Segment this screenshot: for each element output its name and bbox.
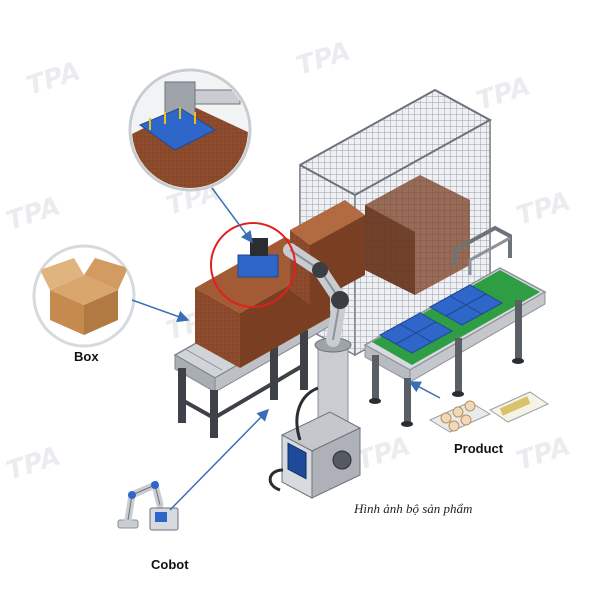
control-cabinet — [268, 386, 362, 499]
product-inset — [408, 381, 550, 433]
blue-trays — [378, 284, 504, 354]
gripper-zoom-inset — [128, 68, 253, 244]
caption-text: Hình ảnh bộ sản phẩm — [354, 501, 473, 516]
label-cobot: Cobot — [151, 557, 189, 572]
cobot-icon — [117, 408, 270, 531]
product-conveyor — [363, 225, 547, 427]
watermark-5: TPA — [293, 36, 354, 81]
watermark-8: TPA — [513, 431, 574, 476]
watermark-9: TPA — [3, 441, 64, 486]
watermark-4: TPA — [513, 186, 574, 231]
watermark-2: TPA — [473, 71, 534, 116]
cobot-arm — [210, 222, 352, 441]
watermark-6: TPA — [3, 191, 64, 236]
label-box: Box — [74, 349, 99, 364]
watermark-group: TPA TPA TPA TPA TPA TPA TPA TPA TPA TPA — [3, 36, 574, 486]
watermark-1: TPA — [23, 56, 84, 101]
watermark-10: TPA — [353, 431, 414, 476]
box-inset — [32, 244, 190, 348]
label-product: Product — [454, 441, 504, 456]
